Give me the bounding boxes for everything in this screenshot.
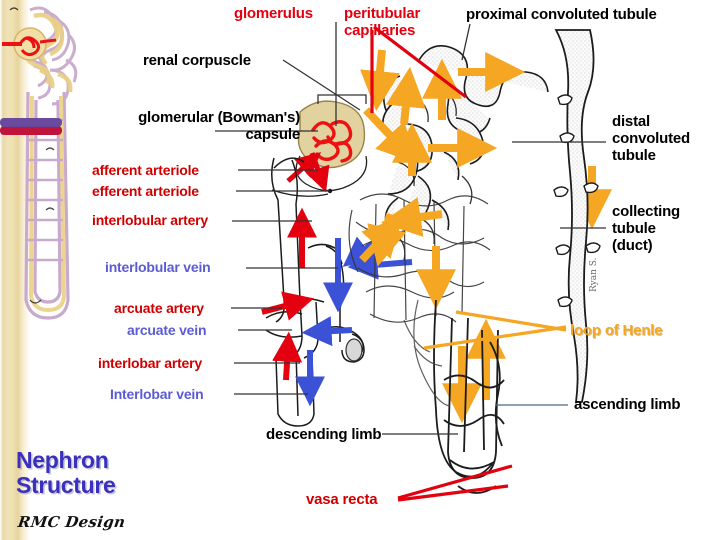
label-peritubular-capillaries: peritubular capillaries: [344, 5, 421, 39]
label-interlobular-vein: interlobular vein: [105, 259, 211, 275]
label-descending-limb: descending limb: [266, 426, 382, 443]
leader-corpuscle-bracket: [317, 94, 367, 104]
label-arcuate-vein: arcuate vein: [127, 322, 207, 338]
label-collecting-tubule-duct: collecting tubule (duct): [612, 203, 681, 254]
loop-of-henle-art: [433, 299, 505, 494]
kidney-tissue-strip: [0, 0, 34, 540]
label-renal-corpuscle: renal corpuscle: [143, 52, 251, 69]
peritubular-capillaries-art: [348, 193, 491, 323]
arterial-flow-arrows: [261, 207, 317, 381]
leader-loop-henle-2: [423, 325, 567, 350]
leader-vasa-recta-1: [397, 464, 513, 500]
proximal-convoluted-tubule-art: [382, 45, 549, 231]
figure-title: Nephron Structure: [16, 448, 116, 498]
label-loop-of-henle: loop of Henle: [570, 322, 663, 339]
leader-proximal-tubule: [461, 23, 471, 61]
label-arcuate-artery: arcuate artery: [114, 300, 204, 316]
label-vasa-recta: vasa recta: [306, 491, 378, 508]
nephron-inset-illustration: [0, 6, 78, 320]
renal-vasculature-art: [265, 157, 365, 427]
leader-vasa-recta-2: [397, 484, 509, 502]
leader-loop-henle-1: [455, 310, 567, 332]
label-glomerular-bowmans-capsule: glomerular (Bowman's) capsule: [138, 109, 300, 143]
designer-signature: RMC Design: [16, 513, 127, 531]
svg-text:Ryan S.: Ryan S.: [589, 257, 599, 292]
label-efferent-arteriole: efferent arteriole: [92, 183, 199, 199]
filtrate-flow-arrows: [359, 49, 612, 424]
label-interlobar-artery: interlobar artery: [98, 355, 202, 371]
figure-title-line1: Nephron: [16, 447, 109, 473]
label-interlobular-artery: interlobular artery: [92, 212, 209, 228]
label-ascending-limb: ascending limb: [574, 396, 681, 413]
label-proximal-convoluted-tubule: proximal convoluted tubule: [466, 6, 657, 23]
leader-renal-corpuscle: [282, 59, 361, 111]
collecting-duct-art: [554, 29, 595, 403]
venous-flow-arrows: [295, 225, 413, 407]
figure-title-line2: Structure: [16, 471, 116, 498]
label-distal-convoluted-tubule: distal convoluted tubule: [612, 113, 691, 164]
label-afferent-arteriole: afferent arteriole: [92, 162, 199, 178]
label-interlobar-vein: Interlobar vein: [110, 386, 204, 402]
label-glomerulus: glomerulus: [234, 5, 313, 22]
